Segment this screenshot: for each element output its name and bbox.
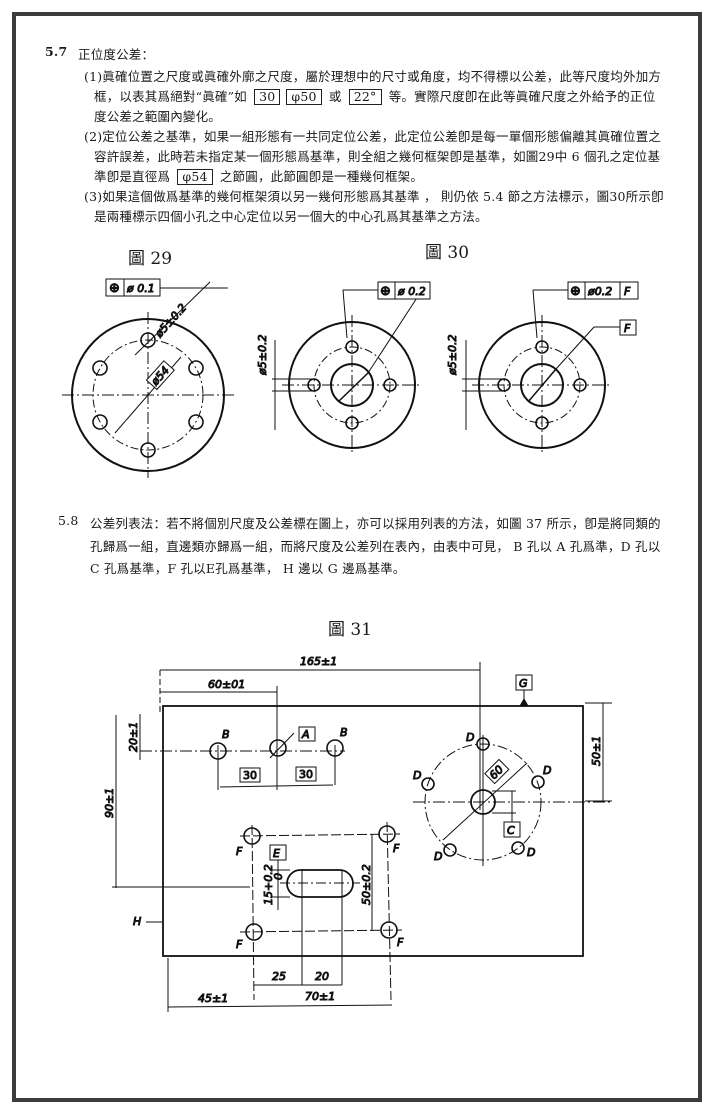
dimension: 165±1 <box>300 655 337 668</box>
tolerance-value: ø0.2 <box>587 285 612 298</box>
position-tolerance-icon: ⊕ <box>109 281 120 296</box>
hole-label: D <box>434 850 442 863</box>
datum-label: F <box>624 322 631 335</box>
dimension: 70±1 <box>305 990 335 1003</box>
figure-caption: 圖 29 <box>128 249 173 269</box>
paragraph-line: (1)眞確位置之尺度或眞確外廓之尺度，屬於理想中的尺寸或角度，均不得標以公差，此… <box>84 69 662 84</box>
section-title: 正位度公差： <box>78 47 155 62</box>
dimension: 20 <box>315 970 329 983</box>
paragraph-line: 度公差之範圍內變化。 <box>94 109 222 124</box>
dimension: 50±1 <box>590 736 603 766</box>
figure-30-left-drawing: ⊕ ø 0.2 ø5±0.2 <box>256 281 431 455</box>
dimension: 30 <box>243 769 257 782</box>
paragraph-line: (2)定位公差之基準，如果一組形態有一共同定位公差，此定位公差卽是每一單個形態偏… <box>84 129 662 144</box>
hole-label: F <box>397 936 404 949</box>
figure-30-right-drawing: F ⊕ ø0.2 F ø5±0.2 <box>446 281 639 455</box>
dimension: 90±1 <box>103 788 116 818</box>
dimension: 15+0.2 <box>262 864 275 905</box>
position-tolerance-icon: ⊕ <box>570 284 581 299</box>
datum-reference: F <box>624 285 631 298</box>
figure-31-drawing: 165±1 60±01 30 30 A B B 20±1 90±1 60 C D… <box>103 655 612 1012</box>
datum-label: G <box>519 677 528 690</box>
hole-dimension: ø5±0.2 <box>152 301 189 341</box>
paragraph-line: (3)如果這個做爲基準的幾何框架須以另一幾何形態爲其基準 ， 則仍依 5.4 節… <box>84 189 664 204</box>
dimension: 30 <box>299 768 313 781</box>
paragraph-line: 是兩種標示四個小孔之中心定位以另一個大的中心孔爲其基準之方法。 <box>94 209 488 224</box>
hole-label: B <box>340 726 348 739</box>
dimension: 50±0.2 <box>360 864 373 905</box>
section-number: 5.8 <box>58 513 79 528</box>
datum-label: E <box>273 847 280 860</box>
figure-caption: 圖 30 <box>425 243 470 263</box>
figure-caption: 圖 31 <box>328 620 373 640</box>
figure-29-drawing: ⊕ ø 0.1 ø5±0.2 ø54 <box>62 278 236 478</box>
position-tolerance-icon: ⊕ <box>380 284 391 299</box>
paragraph-line: 準卽是直徑爲 φ54 之節圓，此節圓卽是一種幾何框架。 <box>94 169 424 185</box>
paragraph-line: 孔歸爲一組，直邊類亦歸爲一組，而將尺度及公差列在表內，由表中可見， B 孔以 A… <box>90 539 661 554</box>
hole-label: F <box>393 842 400 855</box>
datum-label: C <box>507 824 515 837</box>
hole-dimension: ø5±0.2 <box>446 335 459 376</box>
hole-label: D <box>527 846 535 859</box>
tolerance-value: ø 0.1 <box>126 282 155 295</box>
page-frame <box>12 12 702 1102</box>
section-number: 5.7 <box>45 44 68 59</box>
datum-label: A <box>301 728 310 741</box>
paragraph-line: 容許誤差，此時若未指定某一個形態爲基準，則全組之幾何框架卽是基準，如圖29中 6… <box>94 149 661 164</box>
dimension: 0 <box>272 873 285 880</box>
tolerance-value: ø 0.2 <box>397 285 426 298</box>
edge-label: H <box>133 915 141 928</box>
hole-label: B <box>222 728 230 741</box>
dimension: 60±01 <box>208 678 245 691</box>
paragraph-line: C 孔爲基準，F 孔以E孔爲基準， H 邊以 G 邊爲基準。 <box>90 561 406 576</box>
hole-dimension: ø5±0.2 <box>256 335 269 376</box>
dimension: 25 <box>272 970 286 983</box>
hole-label: D <box>413 769 421 782</box>
hole-label: F <box>236 845 243 858</box>
dimension: 20±1 <box>127 722 140 752</box>
hole-label: D <box>466 731 474 744</box>
hole-label: D <box>543 764 551 777</box>
paragraph-line: 公差列表法：若不將個別尺度及公差標在圖上，亦可以採用列表的方法，如圖 37 所示… <box>90 516 661 531</box>
hole-label: F <box>236 938 243 951</box>
dimension: 45±1 <box>198 992 228 1005</box>
